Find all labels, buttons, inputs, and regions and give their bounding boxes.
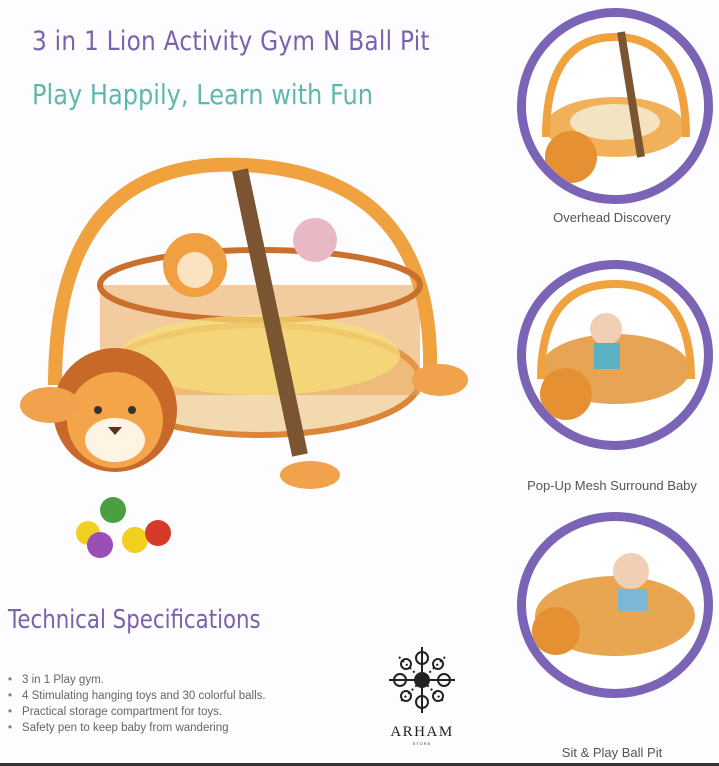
specs-list: 3 in 1 Play gym. 4 Stimulating hanging t…	[8, 672, 266, 736]
caption-pop-up-mesh: Pop-Up Mesh Surround Baby	[527, 478, 697, 493]
product-image	[10, 155, 480, 575]
bottom-border	[0, 763, 719, 766]
spec-item: 3 in 1 Play gym.	[8, 672, 266, 688]
arham-store-logo: ARHAM STORE	[382, 643, 462, 746]
specs-title: Technical Specifications	[8, 605, 261, 635]
spec-item: Practical storage compartment for toys.	[8, 704, 266, 720]
product-title: 3 in 1 Lion Activity Gym N Ball Pit	[32, 26, 430, 57]
view-sit-and-play	[517, 512, 713, 698]
tagline: Play Happily, Learn with Fun	[32, 78, 374, 111]
logo-name: ARHAM	[390, 724, 454, 740]
logo-sub: STORE	[412, 741, 432, 746]
view-pop-up-mesh	[517, 260, 713, 450]
mandala-icon	[389, 647, 455, 713]
caption-sit-and-play: Sit & Play Ball Pit	[561, 745, 663, 760]
spec-item: 4 Stimulating hanging toys and 30 colorf…	[8, 688, 266, 704]
caption-overhead-discovery: Overhead Discovery	[553, 210, 671, 225]
spec-item: Safety pen to keep baby from wandering	[8, 720, 266, 736]
view-overhead-discovery	[517, 8, 713, 204]
